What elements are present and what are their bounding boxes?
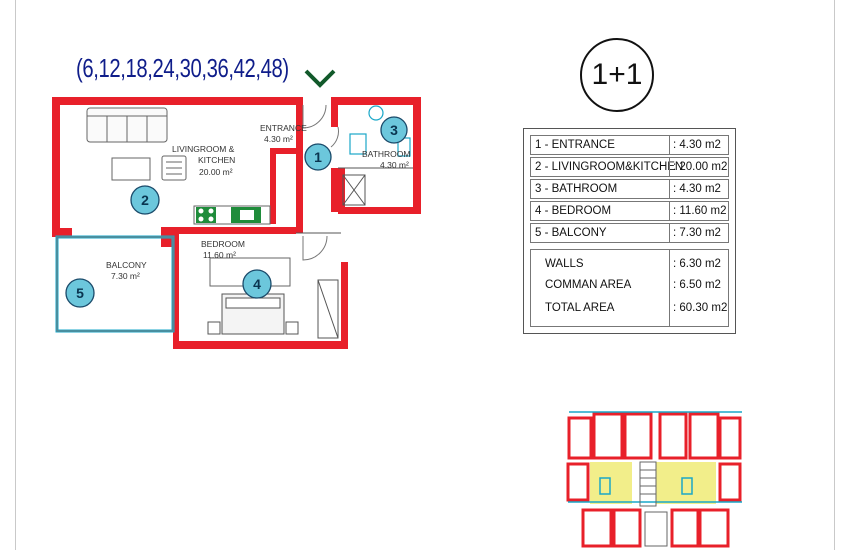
room-label-bathroom: BATHROOM — [362, 149, 410, 159]
room-area-bedroom: 11.60 m² — [203, 250, 236, 260]
room-area-bathroom: 4.30 m² — [380, 160, 409, 170]
area-row-value: : 20.00 m2 — [673, 161, 728, 173]
area-row: 4 - BEDROOM : 11.60 m2 — [530, 201, 729, 221]
page-border-right — [834, 0, 835, 550]
summary-label: WALLS — [545, 258, 584, 270]
summary-value: : 60.30 m2 — [673, 302, 728, 314]
wardrobe — [209, 257, 291, 287]
area-row-label: 5 - BALCONY — [535, 227, 607, 239]
summary-row: WALLS : 6.30 m2 — [531, 256, 728, 274]
area-row-label: 2 - LIVINGROOM&KITCHEN — [535, 161, 684, 173]
area-summary: WALLS : 6.30 m2 COMMAN AREA : 6.50 m2 TO… — [530, 249, 729, 327]
area-row-divider — [669, 158, 670, 176]
marker-3: 3 — [390, 122, 398, 138]
summary-value: : 6.30 m2 — [673, 258, 721, 270]
area-row-label: 4 - BEDROOM — [535, 205, 612, 217]
area-table: 1 - ENTRANCE : 4.30 m2 2 - LIVINGROOM&KI… — [523, 128, 736, 334]
balcony-area — [55, 235, 175, 333]
entrance-chevron-icon — [304, 69, 336, 88]
summary-value: : 6.50 m2 — [673, 279, 721, 291]
area-row-divider — [669, 224, 670, 242]
room-area-living: 20.00 m² — [199, 167, 233, 177]
area-row: 1 - ENTRANCE : 4.30 m2 — [530, 135, 729, 155]
area-row-value: : 4.30 m2 — [673, 183, 721, 195]
apartment-type-badge: 1+1 — [580, 38, 654, 112]
marker-4: 4 — [253, 276, 261, 292]
summary-label: COMMAN AREA — [545, 279, 632, 291]
area-row: 3 - BATHROOM : 4.30 m2 — [530, 179, 729, 199]
summary-row: TOTAL AREA : 60.30 m2 — [531, 300, 728, 318]
bathroom-fixtures — [349, 105, 411, 157]
area-row-value: : 4.30 m2 — [673, 139, 721, 151]
coffee-table — [111, 157, 151, 181]
marker-2: 2 — [141, 192, 149, 208]
room-label-bedroom: BEDROOM — [201, 239, 245, 249]
room-area-entrance: 4.30 m² — [264, 134, 293, 144]
area-row-divider — [669, 136, 670, 154]
area-row: 2 - LIVINGROOM&KITCHEN : 20.00 m2 — [530, 157, 729, 177]
room-label-living-2: KITCHEN — [198, 155, 235, 165]
area-row-divider — [669, 202, 670, 220]
area-summary-divider — [669, 250, 670, 326]
page-border-left — [15, 0, 16, 550]
unit-numbers-title: (6,12,18,24,30,36,42,48) — [76, 53, 289, 83]
key-plan — [566, 411, 742, 548]
area-row-divider — [669, 180, 670, 198]
area-row-label: 1 - ENTRANCE — [535, 139, 615, 151]
marker-5: 5 — [76, 285, 84, 301]
area-row: 5 - BALCONY : 7.30 m2 — [530, 223, 729, 243]
dining-set — [161, 155, 187, 181]
area-row-value: : 11.60 m2 — [673, 205, 727, 217]
sofa — [86, 107, 168, 143]
room-area-balcony: 7.30 m² — [111, 271, 140, 281]
room-label-balcony: BALCONY — [106, 260, 147, 270]
room-markers — [65, 116, 408, 308]
apartment-type-label: 1+1 — [591, 58, 643, 91]
area-row-label: 3 - BATHROOM — [535, 183, 618, 195]
room-label-living-1: LIVINGROOM & — [172, 144, 235, 154]
summary-row: COMMAN AREA : 6.50 m2 — [531, 277, 728, 295]
area-row-value: : 7.30 m2 — [673, 227, 721, 239]
kitchen-counter — [193, 205, 271, 225]
marker-1: 1 — [314, 149, 322, 165]
summary-label: TOTAL AREA — [545, 302, 615, 314]
bed — [207, 293, 299, 335]
room-label-entrance: ENTRANCE — [260, 123, 307, 133]
